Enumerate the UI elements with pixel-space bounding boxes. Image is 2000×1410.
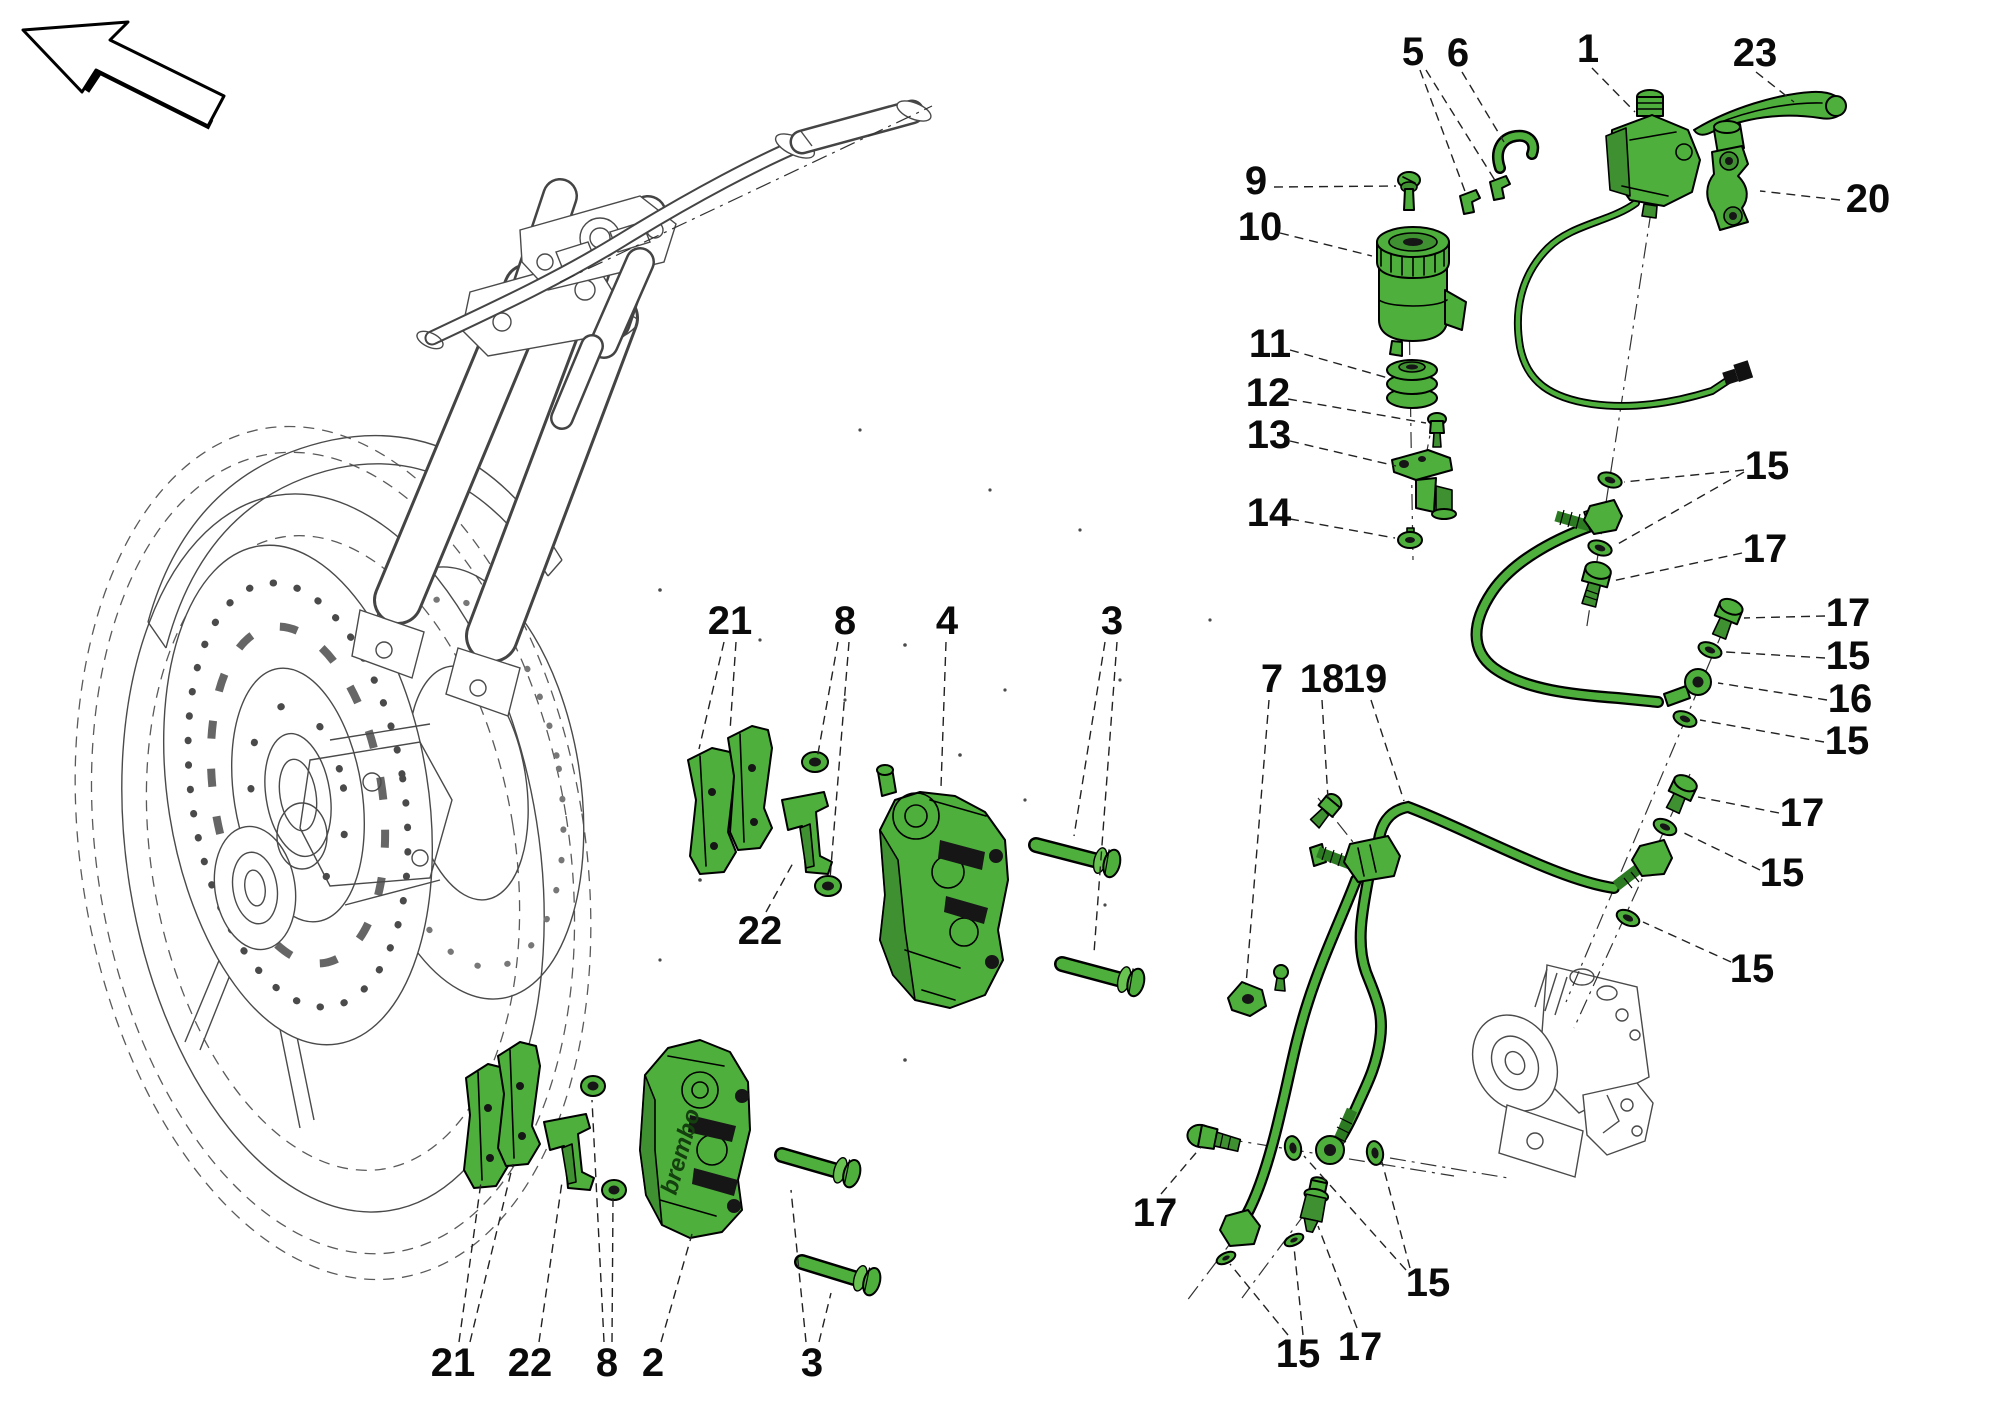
callout-3-b[interactable]: 3 xyxy=(801,1341,823,1385)
part-brake-pads-lh xyxy=(463,1041,541,1189)
part-reservoir-screw xyxy=(1397,171,1421,211)
fitting-chain-right xyxy=(1663,597,1744,728)
callout-10[interactable]: 10 xyxy=(1238,205,1283,249)
callout-20[interactable]: 20 xyxy=(1846,177,1891,221)
part-grommet xyxy=(1386,359,1438,409)
callout-labels: 5 6 1 23 20 9 10 11 12 13 14 15 17 17 15… xyxy=(431,27,1891,1385)
part-hose-clips xyxy=(1459,175,1511,215)
fitting-chain-mid xyxy=(1612,774,1698,928)
callout-1[interactable]: 1 xyxy=(1577,27,1599,71)
front-fork-art xyxy=(147,99,932,717)
callout-14[interactable]: 14 xyxy=(1247,491,1292,535)
callout-9[interactable]: 9 xyxy=(1245,159,1267,203)
callout-22-b[interactable]: 22 xyxy=(508,1341,553,1385)
part-bleed-fitting xyxy=(1299,1176,1330,1234)
callout-15-b[interactable]: 15 xyxy=(1826,634,1871,678)
callout-18[interactable]: 18 xyxy=(1300,657,1345,701)
callout-15-a[interactable]: 15 xyxy=(1745,444,1790,488)
callout-7[interactable]: 7 xyxy=(1261,657,1283,701)
callout-6[interactable]: 6 xyxy=(1447,31,1469,75)
callout-16[interactable]: 16 xyxy=(1828,677,1873,721)
part-caliper-washers-rh xyxy=(801,751,842,897)
part-hose-clamp-7 xyxy=(1227,964,1289,1017)
callout-15-d[interactable]: 15 xyxy=(1760,851,1805,895)
part-screw-12 xyxy=(1427,412,1447,448)
callout-15-f[interactable]: 15 xyxy=(1406,1261,1451,1305)
callout-15-g[interactable]: 15 xyxy=(1276,1332,1321,1376)
part-reservoir-bracket xyxy=(1391,449,1457,520)
callout-17-a[interactable]: 17 xyxy=(1743,527,1788,571)
fitting-elbow-bottom xyxy=(1215,1176,1330,1266)
switch-connector xyxy=(1722,360,1754,386)
callout-17-d[interactable]: 17 xyxy=(1133,1191,1178,1235)
callout-11[interactable]: 11 xyxy=(1249,322,1291,366)
callout-21-b[interactable]: 21 xyxy=(431,1341,476,1385)
callout-21-a[interactable]: 21 xyxy=(708,599,753,643)
part-pad-retainer-rh xyxy=(781,791,833,875)
callout-12[interactable]: 12 xyxy=(1246,371,1291,415)
callout-23[interactable]: 23 xyxy=(1733,31,1778,75)
part-hose-junction xyxy=(1309,792,1401,883)
wheel-hub xyxy=(213,825,297,951)
part-front-caliper-rh xyxy=(876,764,1009,1009)
part-pad-retainer-lh xyxy=(543,1113,595,1191)
callout-8-a[interactable]: 8 xyxy=(834,599,856,643)
callout-22-a[interactable]: 22 xyxy=(738,909,783,953)
callout-8-b[interactable]: 8 xyxy=(596,1341,618,1385)
part-fluid-reservoir xyxy=(1376,226,1467,357)
part-master-cylinder xyxy=(1605,89,1701,219)
part-caliper-bolts-rh xyxy=(1028,837,1146,998)
callout-17-b[interactable]: 17 xyxy=(1826,591,1871,635)
callout-17-c[interactable]: 17 xyxy=(1780,791,1825,835)
part-handlebar-clamp xyxy=(1706,120,1749,231)
front-wheel-art xyxy=(74,425,592,1281)
part-caliper-washers-lh xyxy=(580,1075,627,1201)
part-washer-14 xyxy=(1397,527,1423,549)
callout-3-a[interactable]: 3 xyxy=(1101,599,1123,643)
abs-module-art xyxy=(1471,964,1654,1178)
callout-4[interactable]: 4 xyxy=(936,599,959,643)
callout-15-e[interactable]: 15 xyxy=(1730,947,1775,991)
axle-carrier xyxy=(276,723,453,906)
direction-arrow-icon xyxy=(21,20,226,130)
callout-19[interactable]: 19 xyxy=(1343,657,1388,701)
callout-5[interactable]: 5 xyxy=(1402,30,1424,74)
callout-15-c[interactable]: 15 xyxy=(1825,719,1870,763)
scan-noise-specks xyxy=(658,428,1212,1062)
callout-13[interactable]: 13 xyxy=(1247,413,1292,457)
callout-17-e[interactable]: 17 xyxy=(1338,1325,1383,1369)
fitting-chain-upper xyxy=(1554,471,1623,608)
callout-2[interactable]: 2 xyxy=(642,1341,664,1385)
fitting-chain-bottom xyxy=(1186,1107,1385,1166)
part-caliper-bolts-lh xyxy=(774,1147,882,1297)
part-front-caliper-lh: brembo xyxy=(639,1039,751,1239)
part-hose-guide-hook xyxy=(1492,129,1540,174)
part-brake-pads-rh xyxy=(687,725,773,875)
highlighted-parts: brembo xyxy=(463,89,1847,1297)
leader-lines xyxy=(458,67,1841,1343)
